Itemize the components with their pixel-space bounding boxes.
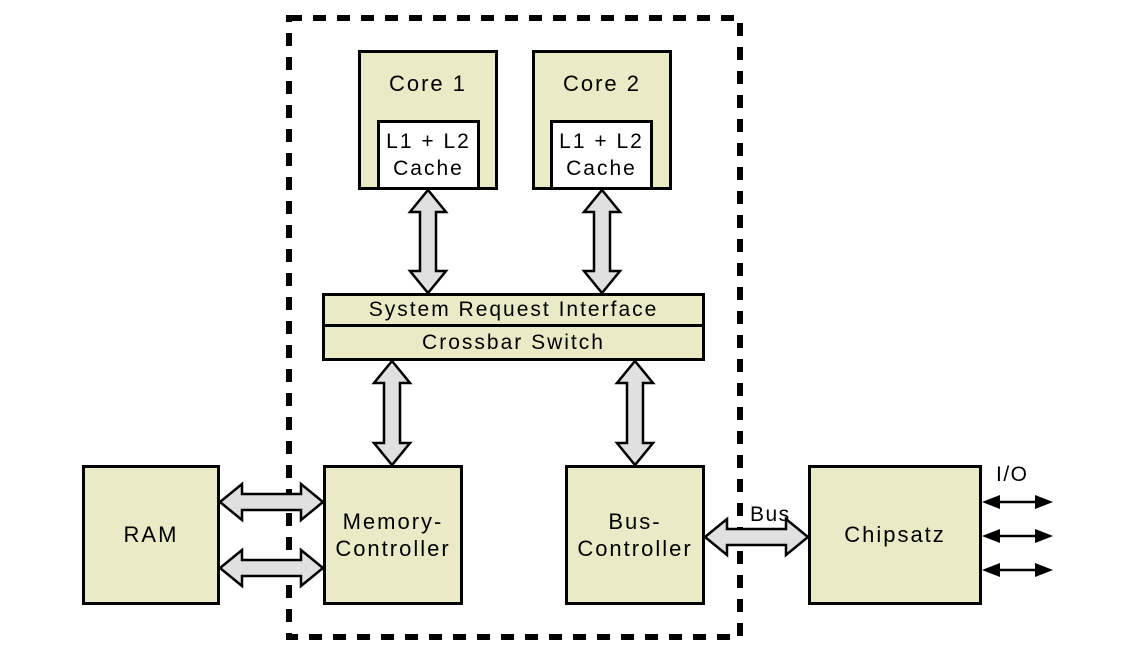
- core1-cache-label: L1 + L2 Cache: [386, 130, 471, 180]
- memory-controller-box: Memory- Controller: [323, 465, 463, 605]
- system-request-interface-bar: System Request Interface: [325, 296, 702, 327]
- arrow-ram-memory-controller-2: [218, 547, 325, 589]
- interface-bars: System Request Interface Crossbar Switch: [322, 293, 705, 361]
- core1-label: Core 1: [388, 71, 468, 96]
- core2-cache-box: L1 + L2 Cache: [550, 120, 653, 190]
- arrow-ram-memory-controller-1: [218, 481, 325, 523]
- core1-cache-box: L1 + L2 Cache: [377, 120, 480, 190]
- arrow-crossbar-memory-controller: [371, 359, 413, 467]
- arrow-crossbar-bus-controller: [614, 359, 656, 467]
- crossbar-switch-bar: Crossbar Switch: [325, 327, 702, 358]
- system-request-interface-label: System Request Interface: [368, 298, 659, 321]
- bus-controller-box: Bus- Controller: [565, 465, 705, 605]
- io-arrow-1: [982, 495, 1053, 509]
- core2-label: Core 2: [562, 71, 642, 96]
- io-arrow-2: [982, 529, 1053, 543]
- memory-controller-label: Memory- Controller: [335, 509, 451, 561]
- core2-cache-label: L1 + L2 Cache: [559, 130, 644, 180]
- bus-label: Bus: [750, 503, 791, 526]
- arrow-cache1-sri: [407, 188, 449, 295]
- chipset-label: Chipsatz: [844, 522, 946, 547]
- ram-label: RAM: [123, 522, 179, 547]
- arrow-cache2-sri: [581, 188, 623, 295]
- crossbar-switch-label: Crossbar Switch: [422, 330, 605, 354]
- bus-controller-label: Bus- Controller: [577, 509, 693, 561]
- ram-box: RAM: [82, 465, 220, 605]
- io-label: I/O: [996, 463, 1029, 486]
- io-arrow-3: [982, 563, 1053, 577]
- chipset-box: Chipsatz: [808, 465, 982, 605]
